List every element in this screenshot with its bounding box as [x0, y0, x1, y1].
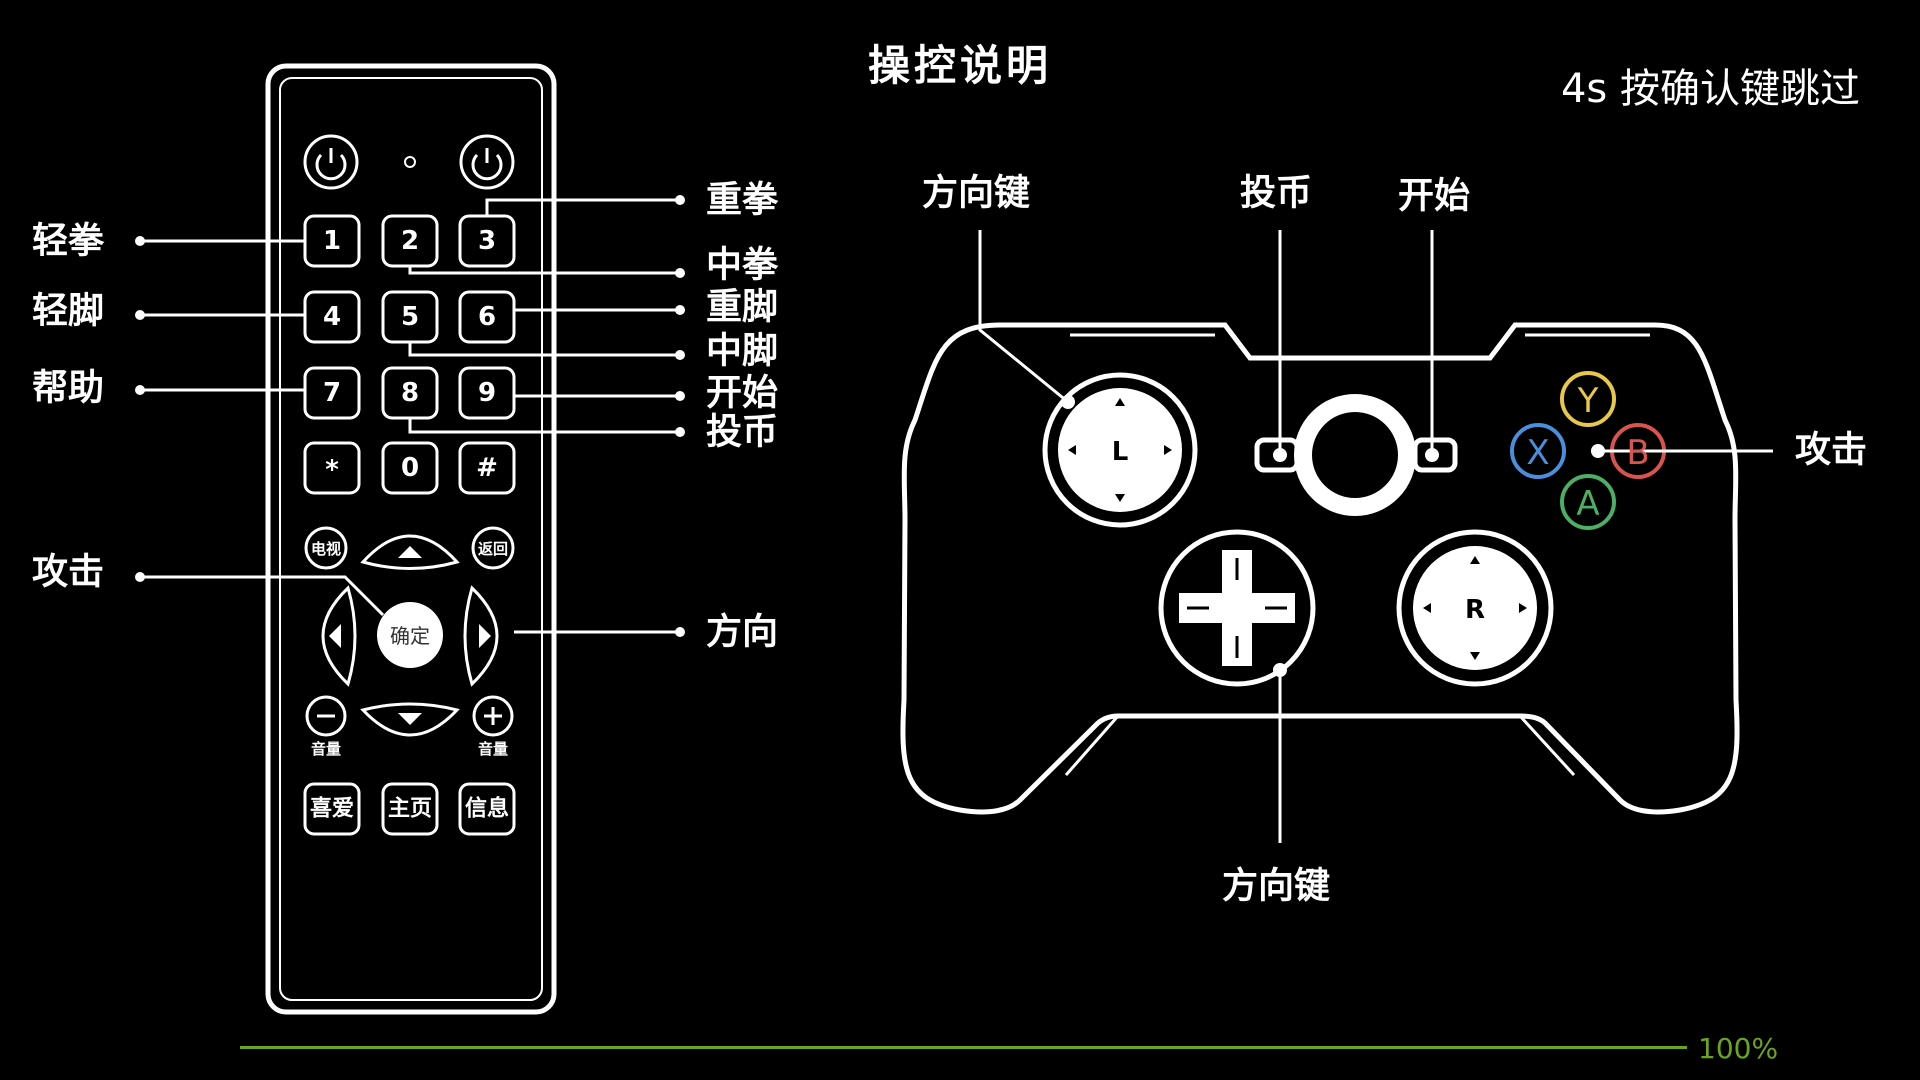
remote-dpad-arrows [329, 546, 491, 725]
key-star-label: * [325, 455, 339, 485]
a-button[interactable] [1560, 474, 1616, 530]
key-7[interactable] [303, 366, 361, 420]
gamepad-dpad[interactable] [1158, 529, 1316, 687]
favorite-button[interactable] [303, 782, 361, 836]
power-button-right[interactable] [459, 134, 515, 190]
progress-bar [240, 1046, 1687, 1049]
info-label: 信息 [465, 796, 509, 822]
dpad-up-button[interactable] [360, 534, 460, 570]
dpad-down-button[interactable] [360, 702, 460, 737]
label-help: 帮助 [32, 368, 104, 409]
key-6[interactable] [458, 290, 516, 344]
label-attack-gamepad: 攻击 [1795, 430, 1867, 471]
page-title: 操控说明 [867, 41, 1052, 90]
back-button[interactable] [471, 526, 515, 570]
key-4[interactable] [303, 290, 361, 344]
key-9[interactable] [458, 366, 516, 420]
home-button[interactable] [381, 782, 439, 836]
remote-body [265, 63, 557, 1015]
tv-button[interactable] [304, 526, 348, 570]
label-heavy-kick: 重脚 [706, 287, 778, 328]
key-hash[interactable] [458, 441, 516, 495]
key-9-label: 9 [478, 378, 496, 408]
key-1-label: 1 [323, 226, 341, 256]
x-button-label: X [1526, 433, 1549, 473]
key-6-label: 6 [478, 302, 496, 332]
volume-down-button[interactable] [305, 695, 347, 737]
key-5-label: 5 [401, 302, 419, 332]
remote-inner-frame [279, 77, 543, 1001]
dpad-left-button[interactable] [321, 585, 357, 687]
coin-button[interactable] [1254, 437, 1300, 473]
label-dpad-top: 方向键 [922, 173, 1030, 214]
left-stick[interactable] [1042, 372, 1198, 528]
label-start-remote: 开始 [706, 373, 778, 414]
tv-label: 电视 [311, 540, 341, 558]
key-3-label: 3 [478, 226, 496, 256]
x-button[interactable] [1510, 423, 1566, 479]
key-star[interactable] [303, 441, 361, 495]
left-stick-label: L [1112, 437, 1129, 467]
progress-fill [240, 1046, 1687, 1049]
gamepad-body [900, 322, 1740, 815]
label-light-punch: 轻拳 [32, 221, 105, 262]
stick-arrows [1068, 398, 1527, 660]
label-heavy-punch: 重拳 [706, 180, 779, 221]
label-mid-kick: 中脚 [706, 331, 778, 372]
key-hash-label: # [476, 453, 498, 483]
label-coin-gamepad: 投币 [1240, 173, 1312, 214]
key-0-label: 0 [401, 453, 419, 483]
y-button[interactable] [1560, 371, 1616, 427]
label-attack-remote: 攻击 [32, 552, 104, 593]
back-label: 返回 [478, 540, 508, 558]
indicator-light-icon [404, 156, 416, 168]
label-coin-remote: 投币 [706, 412, 778, 453]
dpad-right-button[interactable] [463, 585, 499, 687]
right-stick-label: R [1465, 595, 1485, 625]
volume-up-label: 音量 [478, 740, 508, 758]
label-mid-punch: 中拳 [706, 245, 779, 286]
power-button-left[interactable] [303, 134, 359, 190]
ok-label: 确定 [390, 624, 430, 648]
label-dpad-bottom: 方向键 [1222, 866, 1330, 907]
b-button-label: B [1626, 433, 1649, 473]
center-ring [1294, 394, 1416, 516]
start-button[interactable] [1412, 437, 1458, 473]
home-label: 主页 [388, 797, 432, 822]
progress-label: 100% [1698, 1032, 1779, 1065]
info-button[interactable] [458, 782, 516, 836]
skip-hint: 4s 按确认键跳过 [1560, 66, 1860, 112]
leader-dots [135, 195, 1605, 677]
volume-up-button[interactable] [472, 695, 514, 737]
key-7-label: 7 [323, 378, 341, 408]
y-button-label: Y [1577, 381, 1599, 421]
label-light-kick: 轻脚 [32, 291, 104, 332]
right-stick[interactable] [1396, 529, 1554, 687]
key-0[interactable] [381, 441, 439, 495]
volume-down-label: 音量 [311, 740, 341, 758]
favorite-label: 喜爱 [310, 796, 354, 822]
key-4-label: 4 [323, 302, 341, 332]
gamepad-leader-lines [978, 230, 1773, 843]
a-button-label: A [1576, 484, 1599, 524]
label-start-gamepad: 开始 [1398, 176, 1470, 217]
dpad-grooves [1187, 558, 1287, 658]
label-direction: 方向 [706, 612, 778, 653]
key-2-label: 2 [401, 226, 419, 256]
ok-button[interactable] [377, 602, 443, 668]
key-8-label: 8 [401, 378, 419, 408]
remote-leader-lines [140, 198, 680, 634]
